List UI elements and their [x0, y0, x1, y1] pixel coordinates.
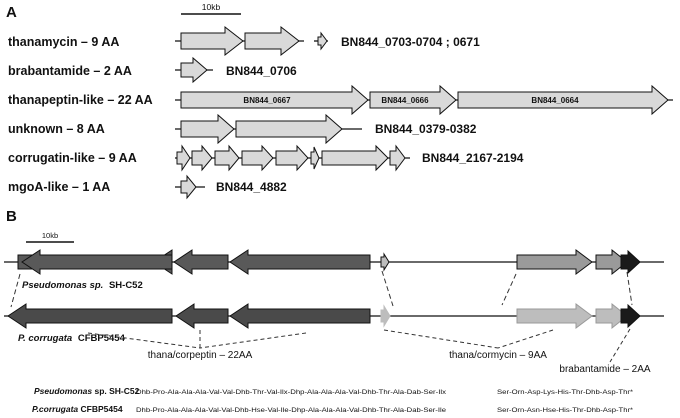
panel-b-scale-label: 10kb — [42, 231, 58, 240]
cluster-locus-thanamycin: BN844_0703-0704 ; 0671 — [341, 35, 480, 49]
sequence-strain-label-2: P.corrugata CFBP5454 — [32, 404, 123, 414]
strain2-label: P. corrugata CFBP5454 — [18, 333, 126, 344]
sequence-strain-label-1: Pseudomonas sp. SH-C52 — [34, 386, 140, 396]
corrugatin-gene-arrow — [389, 144, 406, 172]
sequence-strain-rest-1: sp. SH-C52 — [92, 386, 140, 396]
homology-connector — [626, 271, 633, 306]
cluster-name-corrugatin: corrugatin-like – 9 AA — [8, 151, 137, 165]
sequence-strain-rest-2: CFBP5454 — [78, 404, 123, 414]
strain1-genus: Pseudomonas sp. — [22, 280, 103, 291]
strain1-brabantamide-arrow — [620, 249, 641, 275]
cluster-locus-brabantamide: BN844_0706 — [226, 64, 297, 78]
unknown-gene-arrow — [235, 113, 343, 145]
strain1-small-gene-arrow — [380, 252, 390, 272]
strain2-brabantamide-arrow — [620, 303, 641, 329]
homology-connector — [381, 270, 394, 307]
corrugatin-gene-arrow — [321, 144, 389, 172]
cluster-name-unknown: unknown – 8 AA — [8, 122, 105, 136]
label-brabantamide: brabantamide – 2AA — [559, 364, 651, 375]
cluster-locus-unknown: BN844_0379-0382 — [375, 122, 477, 136]
strain2-gene-arrow-right — [516, 303, 593, 329]
cormycin-bracket — [383, 329, 499, 349]
strain1-gene-arrow-left — [229, 249, 371, 275]
homology-connector — [501, 273, 517, 306]
strain2-gene-arrow-left — [229, 303, 371, 329]
gene-label-0666: BN844_0666 — [381, 96, 429, 105]
sequence-thana-1: Dhb-Pro-Ala-Ala-Ala-Val-Val-Dhb-Thr-Val-… — [136, 389, 447, 396]
strain1-gene-arrow-left — [21, 249, 173, 275]
label-cormycin: thana/cormycin – 9AA — [449, 350, 547, 361]
corrugatin-gene-arrow — [214, 144, 240, 172]
thanapeptin-gene-arrow-0666 — [369, 84, 457, 116]
panel-a-letter: A — [6, 4, 17, 21]
strain1-strain: SH-C52 — [109, 280, 143, 291]
corpeptin-bracket — [87, 332, 201, 349]
strain2-gene-arrow-left — [7, 303, 173, 329]
homology-connector — [10, 273, 21, 308]
panel-b-letter: B — [6, 208, 17, 225]
unknown-gene-arrow — [180, 113, 235, 145]
cluster-name-brabantamide: brabantamide – 2 AA — [8, 64, 132, 78]
strain1-gene-arrow-right — [595, 248, 628, 276]
corrugatin-gene-arrow — [241, 144, 274, 172]
corrugatin-gene-arrow — [191, 144, 213, 172]
strain2-gene-arrow-right — [595, 302, 628, 330]
mgoa-gene-arrow — [180, 174, 197, 200]
cluster-name-mgoa: mgoA-like – 1 AA — [8, 180, 110, 194]
panel-a-scale-label: 10kb — [202, 2, 221, 12]
sequence-strain-genus-1: Pseudomonas — [34, 386, 92, 396]
sequence-strain-genus-2: P.corrugata — [32, 404, 78, 414]
brabantamide-gene-arrow — [180, 56, 208, 84]
cluster-locus-corrugatin: BN844_2167-2194 — [422, 151, 524, 165]
strain2-gene-arrow-left — [175, 303, 229, 329]
thanamycin-gene-arrow — [244, 25, 300, 57]
corpeptin-bracket — [199, 332, 307, 349]
gene-label-0667: BN844_0667 — [243, 96, 291, 105]
cluster-name-thanapeptin: thanapeptin-like – 22 AA — [8, 93, 153, 107]
strain1-label: Pseudomonas sp. SH-C52 — [22, 280, 143, 291]
thanapeptin-gene-arrow-0664 — [457, 84, 669, 116]
label-corpeptin: thana/corpeptin – 22AA — [148, 350, 253, 361]
thanapeptin-gene-arrow-0667 — [180, 84, 369, 116]
thanamycin-gene-arrow — [180, 25, 244, 57]
corrugatin-gene-arrow — [176, 144, 191, 172]
strain1-gene-arrow-right — [516, 249, 593, 275]
thanamycin-small-gene-arrow — [317, 31, 328, 51]
strain2-small-gene-arrow — [380, 304, 391, 328]
cormycin-bracket — [497, 329, 554, 349]
strain1-gene-arrow-left — [173, 249, 229, 275]
gene-label-0664: BN844_0664 — [531, 96, 579, 105]
corrugatin-gene-arrow — [310, 146, 320, 170]
brabantamide-bracket — [609, 328, 631, 363]
strain2-genus: P. corrugata — [18, 333, 72, 344]
sequence-cormycin-2: Ser-Orn-Asn-Hse-His-Thr-Dhb-Asp-Thr* — [497, 407, 633, 414]
corrugatin-gene-arrow — [275, 144, 309, 172]
strain2-strain: CFBP5454 — [78, 333, 126, 344]
sequence-thana-2: Dhb-Pro-Ala-Ala-Ala-Val-Val-Dhb-Hse-Val-… — [136, 407, 446, 414]
cluster-locus-mgoa: BN844_4882 — [216, 180, 287, 194]
cluster-name-thanamycin: thanamycin – 9 AA — [8, 35, 119, 49]
sequence-cormycin-1: Ser-Orn-Asp-Lys-His-Thr-Dhb-Asp-Thr* — [497, 389, 634, 396]
